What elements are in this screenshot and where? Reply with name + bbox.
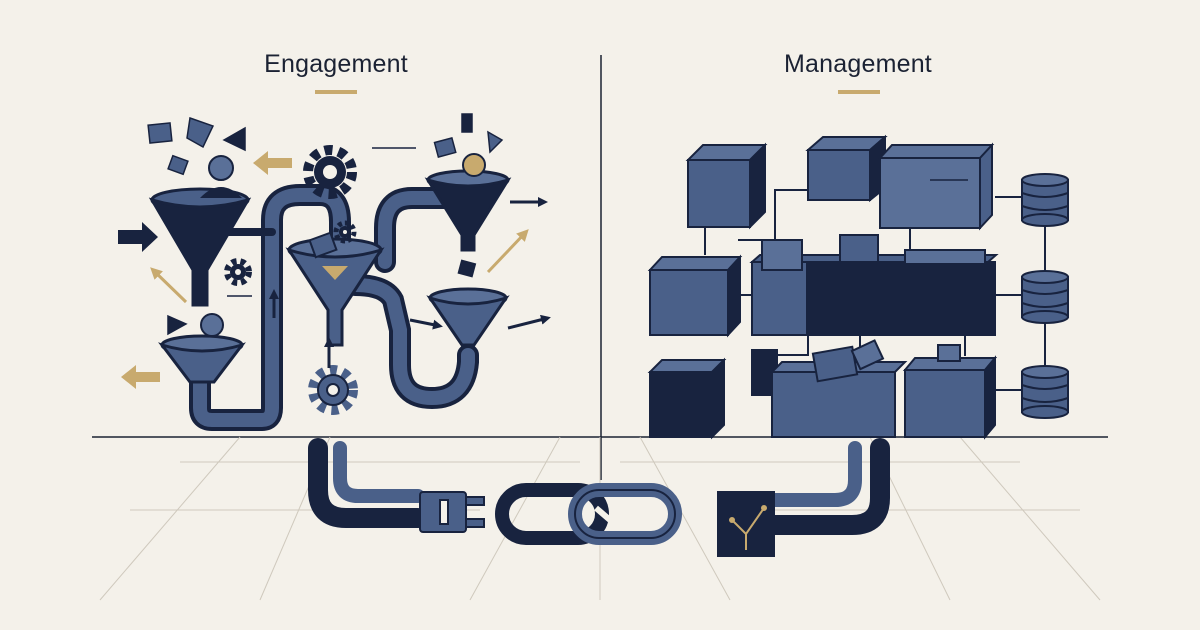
funnel-icon [158,334,246,384]
engagement-title: Engagement [264,50,408,78]
cube-icon [805,134,888,203]
floating-shapes [147,113,504,336]
gold-triangle-icon [322,266,348,280]
arrow-icon [121,151,292,389]
arrow-icon [269,197,551,368]
cube-icon [877,142,995,231]
management-title: Management [784,50,932,78]
chain-link-icon [495,483,682,545]
database-icon [1021,270,1069,324]
person-icon [462,153,486,177]
cube-icon [749,234,999,336]
gear-icon [333,220,357,244]
integration-pipes [308,438,890,535]
cube-icon [902,344,998,440]
management-accent-bar [838,90,880,94]
connector-node-icon [717,491,775,557]
gear-icon [308,365,358,415]
plug-icon [419,491,485,533]
database-icon [1021,173,1069,227]
engagement-accent-bar [315,90,357,94]
cube-icon [769,339,908,438]
arrow-icon [118,222,158,252]
funnel-icon [148,187,252,307]
gear-icon [224,258,252,286]
cube-icon [685,142,768,230]
funnel-icon [285,231,385,347]
gear-icon [303,145,357,199]
dash-lines [227,147,416,297]
funnel-icon [426,287,510,347]
cube-icon [647,357,727,440]
funnel-icon [424,169,512,252]
person-icon [200,313,224,337]
arrow-icon [150,229,529,304]
database-icon [1021,365,1069,419]
person-icon [200,155,242,198]
cube-icon [647,254,743,338]
